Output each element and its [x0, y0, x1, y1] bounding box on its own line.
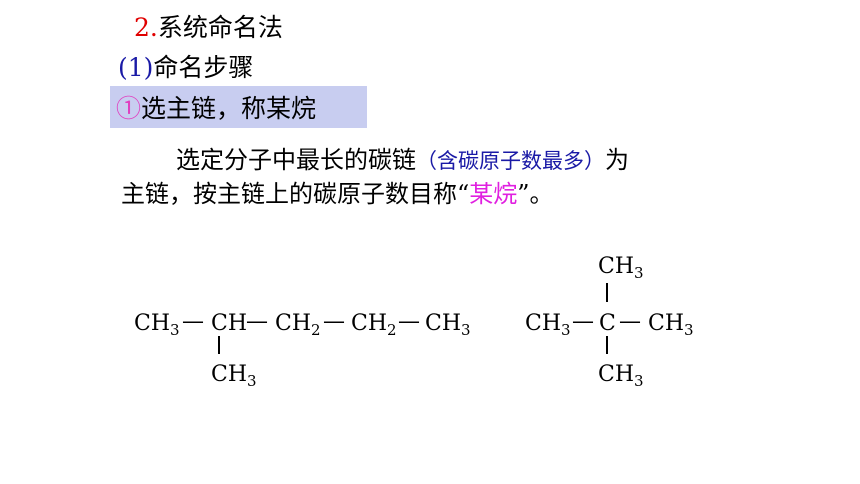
- step-marker: ①: [116, 94, 142, 123]
- chain-atom-3: CH2: [275, 311, 321, 339]
- bond-4: —: [398, 309, 420, 334]
- bond-2: —: [246, 309, 268, 334]
- paragraph-highlight: 某烷: [469, 180, 518, 208]
- subsection-heading: (1)命名步骤: [118, 48, 253, 84]
- chain-atom-2: CH: [211, 311, 247, 336]
- paragraph-line2-end: ”。: [517, 180, 554, 208]
- subsection-title: 命名步骤: [153, 53, 254, 82]
- step-highlight-box: [110, 86, 367, 128]
- center-atom: C: [599, 311, 616, 336]
- left-atom: CH3: [525, 311, 571, 339]
- section-heading: 2.系统命名法: [134, 8, 283, 44]
- subsection-number: (1): [118, 53, 154, 82]
- chain-atom-1: CH3: [134, 311, 180, 339]
- top-atom: CH3: [598, 254, 644, 282]
- bond-1: —: [182, 309, 204, 334]
- right-bond: —: [619, 309, 641, 334]
- bond-3: —: [323, 309, 345, 334]
- paragraph-main-text: 选定分子中最长的碳链: [176, 146, 416, 174]
- chain-atom-4: CH2: [351, 311, 397, 339]
- left-bond: —: [572, 309, 594, 334]
- paragraph-note: （含碳原子数最多）: [416, 149, 605, 173]
- molecule-2: CH3 CH3 — C — CH3 CH3: [525, 254, 694, 390]
- paragraph-line2-start: 主链，按主链上的碳原子数目称“: [121, 180, 470, 208]
- molecule-1: CH3 — CH — CH2 — CH2 — CH3 CH3: [134, 309, 471, 390]
- step-title: 选主链，称某烷: [141, 94, 317, 123]
- paragraph-line-2: 主链，按主链上的碳原子数目称“某烷”。: [121, 174, 554, 209]
- bottom-atom: CH3: [598, 362, 644, 390]
- chain-atom-5: CH3: [425, 311, 471, 339]
- paragraph-line1-end: 为: [605, 146, 629, 174]
- section-title: 系统命名法: [157, 13, 283, 42]
- right-atom: CH3: [648, 311, 694, 339]
- paragraph-line-1: 选定分子中最长的碳链（含碳原子数最多）为: [176, 140, 629, 175]
- section-number: 2.: [134, 13, 158, 42]
- branch-atom: CH3: [211, 362, 257, 390]
- step-heading: ①选主链，称某烷: [116, 89, 316, 125]
